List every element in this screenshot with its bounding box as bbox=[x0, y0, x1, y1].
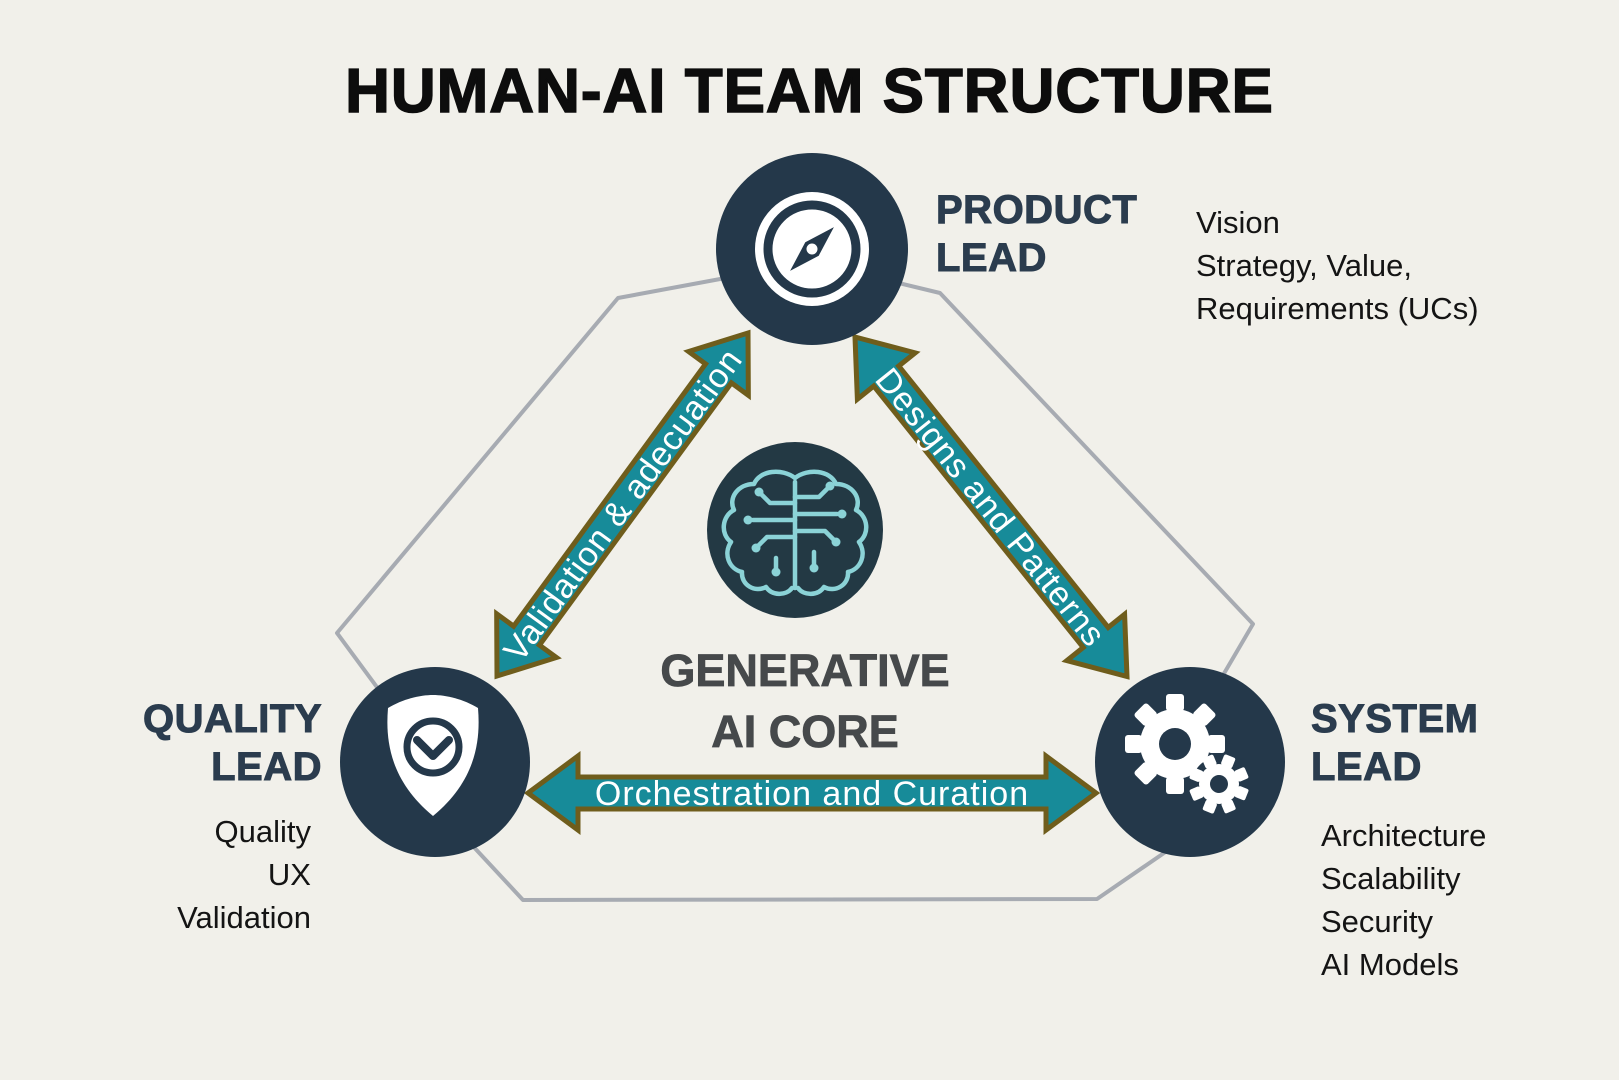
quality-lead-label: QUALITY LEAD bbox=[52, 695, 322, 791]
system-lead-node bbox=[1095, 667, 1285, 857]
arrow-quality-product bbox=[494, 329, 751, 680]
ai-core-label-line2: AI CORE bbox=[711, 706, 899, 758]
ai-core-label-line1: GENERATIVE bbox=[660, 645, 950, 697]
quality-lead-label-line2: LEAD bbox=[211, 745, 322, 790]
compass-icon bbox=[755, 192, 869, 306]
double-arrow-shape bbox=[494, 329, 751, 680]
gears-icon bbox=[1125, 694, 1249, 814]
product-lead-label-line2: LEAD bbox=[935, 236, 1047, 281]
arrow-label-orchestration: Orchestration and Curation bbox=[595, 775, 1029, 813]
system-note: Architecture bbox=[1321, 818, 1487, 853]
brain-circuit-icon bbox=[721, 469, 869, 597]
system-lead-notes: Architecture Scalability Security AI Mod… bbox=[1321, 814, 1486, 986]
system-note: AI Models bbox=[1321, 947, 1459, 982]
quality-note: Quality bbox=[214, 814, 311, 849]
product-note: Requirements (UCs) bbox=[1196, 291, 1479, 326]
diagram-title: HUMAN-AI TEAM STRUCTURE bbox=[344, 56, 1274, 127]
shield-check-icon bbox=[387, 695, 479, 816]
quality-note: UX bbox=[267, 857, 311, 892]
system-lead-label: SYSTEM LEAD bbox=[1310, 695, 1479, 791]
quality-lead-node bbox=[340, 667, 530, 857]
connector-outline bbox=[335, 260, 1255, 902]
product-lead-notes: Vision Strategy, Value, Requirements (UC… bbox=[1196, 201, 1479, 330]
system-note: Security bbox=[1321, 904, 1433, 939]
ai-core-node bbox=[707, 442, 883, 618]
product-lead-label-line1: PRODUCT bbox=[935, 188, 1138, 233]
product-note: Strategy, Value, bbox=[1196, 248, 1412, 283]
product-note: Vision bbox=[1196, 205, 1280, 240]
quality-note: Validation bbox=[177, 900, 311, 935]
arrow-label-designs: Designs and Patterns bbox=[868, 361, 1113, 654]
double-arrow-shape bbox=[852, 333, 1130, 680]
system-note: Scalability bbox=[1321, 861, 1461, 896]
quality-lead-notes: Quality UX Validation bbox=[52, 810, 311, 939]
system-lead-label-line1: SYSTEM bbox=[1310, 697, 1479, 742]
system-lead-label-line2: LEAD bbox=[1310, 745, 1422, 790]
quality-lead-label-line1: QUALITY bbox=[142, 697, 322, 742]
product-lead-node bbox=[716, 153, 908, 345]
ai-core-label: GENERATIVE AI CORE bbox=[595, 640, 1015, 762]
double-arrow-shape bbox=[523, 751, 1101, 835]
arrow-quality-system bbox=[523, 751, 1101, 835]
product-lead-label: PRODUCT LEAD bbox=[935, 186, 1138, 282]
arrow-product-system bbox=[852, 333, 1130, 680]
